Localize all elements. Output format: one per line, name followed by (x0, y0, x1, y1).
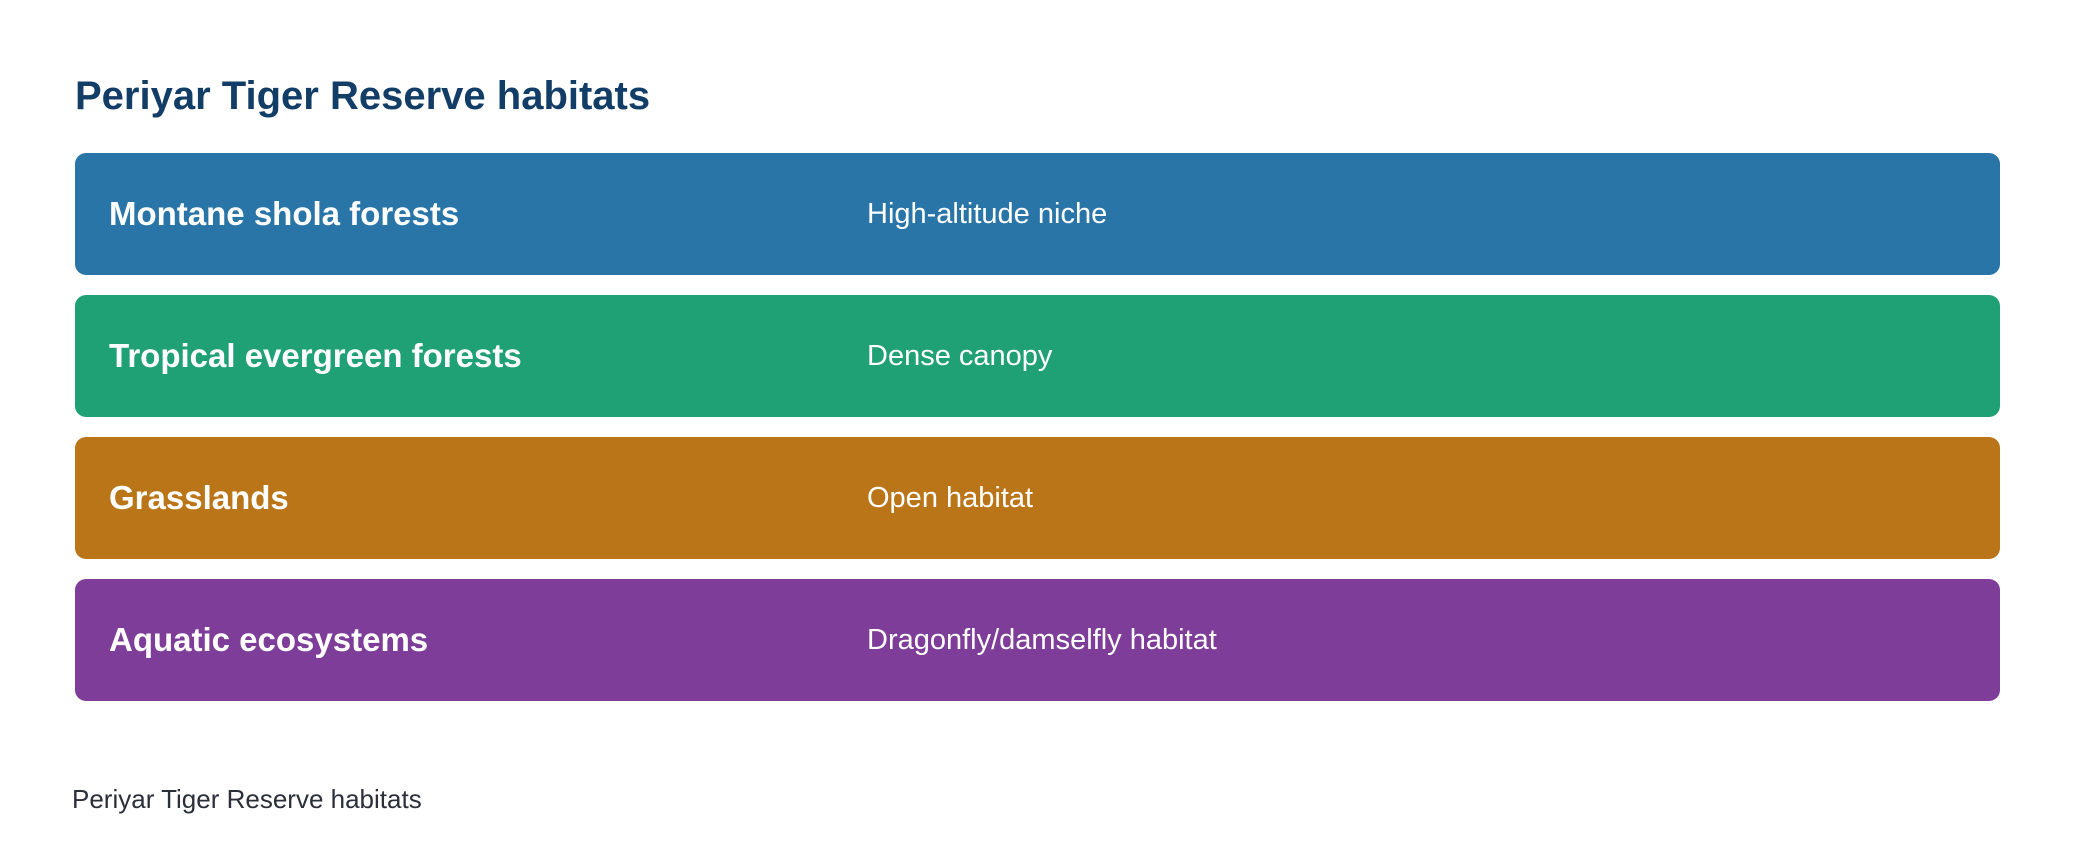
habitat-name: Tropical evergreen forests (109, 337, 522, 374)
figure-caption: Periyar Tiger Reserve habitats (72, 784, 422, 814)
habitat-name: Aquatic ecosystems (109, 621, 429, 658)
habitat-description: Open habitat (867, 482, 1034, 514)
page-title: Periyar Tiger Reserve habitats (75, 74, 651, 118)
habitat-row-tropical-evergreen: Tropical evergreen forests Dense canopy (75, 295, 2000, 417)
habitat-list: Montane shola forests High-altitude nich… (75, 153, 2000, 721)
habitat-description: Dense canopy (867, 340, 1053, 372)
habitat-row-aquatic: Aquatic ecosystems Dragonfly/damselfly h… (75, 579, 2000, 701)
habitat-description: High-altitude niche (867, 198, 1108, 230)
habitat-row-grasslands: Grasslands Open habitat (75, 437, 2000, 559)
habitat-name: Montane shola forests (109, 195, 460, 232)
habitat-row-montane-shola: Montane shola forests High-altitude nich… (75, 153, 2000, 275)
habitat-description: Dragonfly/damselfly habitat (867, 624, 1217, 656)
habitat-name: Grasslands (109, 479, 289, 516)
